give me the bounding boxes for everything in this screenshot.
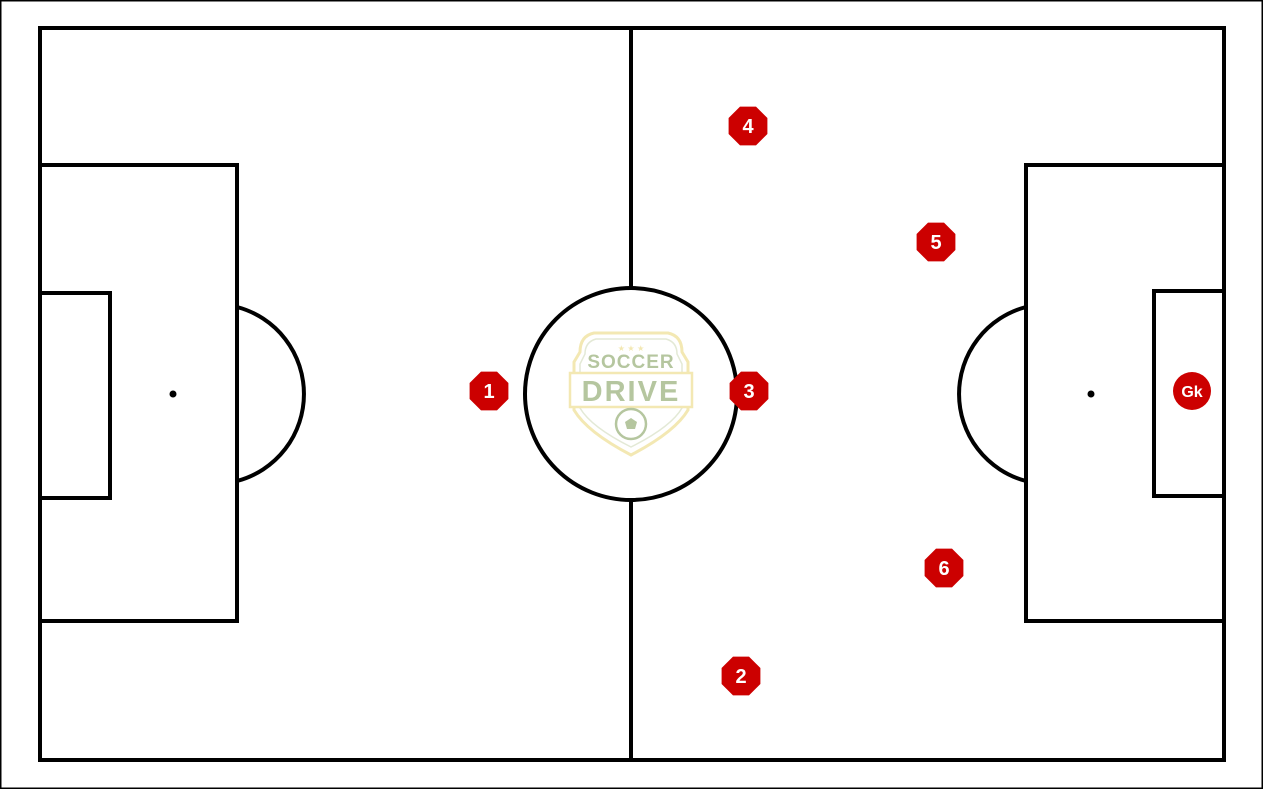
player-marker-shape [728, 106, 768, 146]
right-penalty-arc [957, 305, 1027, 483]
right-penalty-spot [1087, 390, 1095, 398]
logo-line2: DRIVE [582, 376, 681, 408]
left-penalty-spot [169, 390, 177, 398]
left-goal-area [38, 291, 112, 500]
logo-stars: ★ ★ ★ [618, 344, 645, 353]
player-marker-shape [1173, 372, 1211, 410]
player-marker-shape [924, 548, 964, 588]
player-marker-shape [916, 222, 956, 262]
player-marker-label: Gk [1181, 384, 1202, 401]
player-marker-label: 2 [735, 666, 746, 688]
soccer-drive-logo: ★ ★ ★ SOCCER DRIVE [568, 331, 694, 457]
player-marker-label: 1 [483, 381, 494, 403]
players-layer: 1 2 3 4 5 6 Gk [469, 106, 1211, 696]
player-marker-3: 3 [729, 371, 769, 411]
player-marker-gk: Gk [1173, 372, 1211, 410]
logo-line1: SOCCER [587, 352, 674, 373]
right-goal-area [1152, 289, 1226, 498]
player-marker-label: 3 [743, 381, 754, 403]
player-marker-label: 4 [742, 116, 754, 138]
player-marker-1: 1 [469, 371, 509, 411]
logo-banner [568, 371, 694, 409]
player-marker-label: 6 [938, 558, 949, 580]
logo-shield-inner [579, 338, 683, 448]
player-marker-shape [469, 371, 509, 411]
player-marker-6: 6 [924, 548, 964, 588]
player-marker-label: 5 [930, 232, 941, 254]
player-marker-shape [729, 371, 769, 411]
player-marker-2: 2 [721, 656, 761, 696]
logo-ball-patch [625, 418, 637, 429]
left-penalty-arc [236, 305, 306, 483]
player-marker-5: 5 [916, 222, 956, 262]
player-marker-4: 4 [728, 106, 768, 146]
left-penalty-area [38, 163, 239, 623]
player-marker-shape [721, 656, 761, 696]
